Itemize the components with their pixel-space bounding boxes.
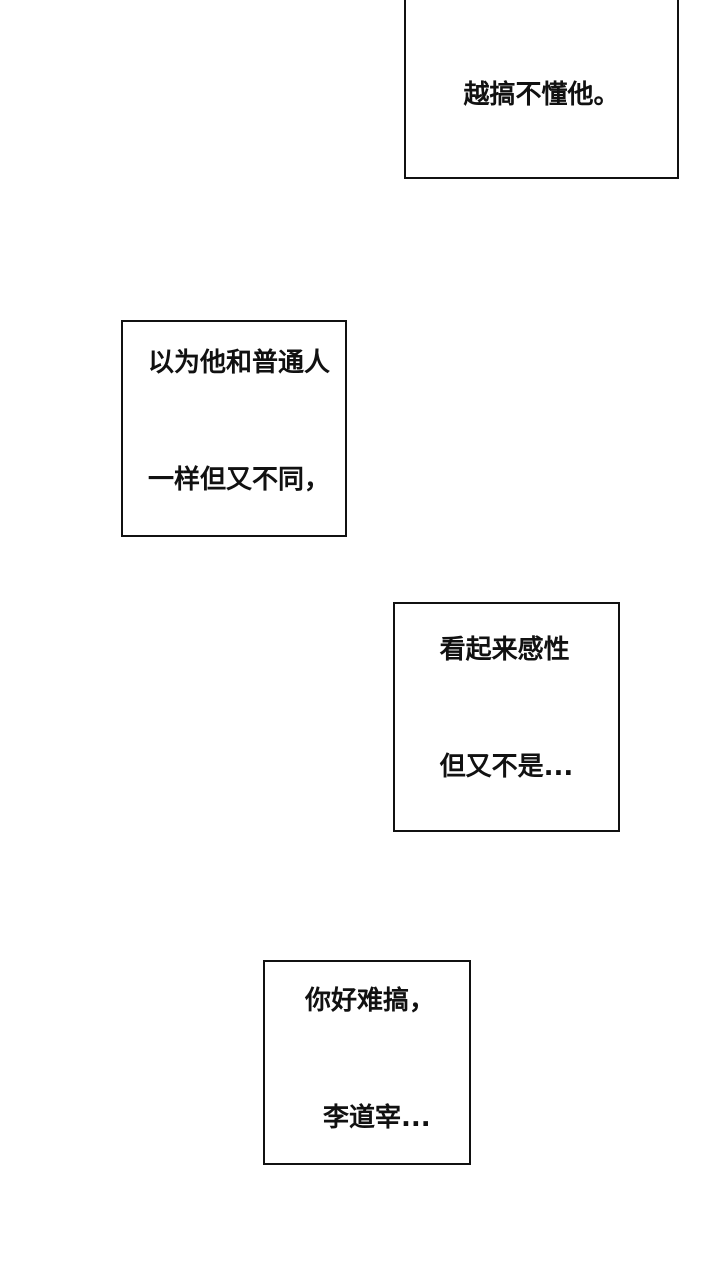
caption-text-4: 你好难搞， 李道宰...	[305, 904, 435, 1216]
caption-line: 但又不是...	[439, 752, 574, 782]
caption-panel-1: 越搞不懂他。	[404, 0, 679, 179]
caption-line: 越搞不懂他。	[463, 80, 620, 110]
caption-text-1: 越搞不懂他。	[463, 0, 619, 193]
caption-text-3: 看起来感性 但又不是...	[440, 553, 574, 865]
caption-text-2: 以为他和普通人 一样但又不同，	[148, 266, 330, 578]
caption-line: 以为他和普通人	[147, 347, 330, 378]
caption-panel-4: 你好难搞， 李道宰...	[263, 960, 471, 1165]
caption-panel-2: 以为他和普通人 一样但又不同，	[121, 320, 347, 537]
caption-panel-3: 看起来感性 但又不是...	[393, 602, 620, 832]
caption-line: 一样但又不同，	[147, 464, 330, 495]
caption-line: 李道宰...	[322, 1102, 431, 1133]
caption-line: 看起来感性	[439, 635, 570, 665]
caption-line: 你好难搞，	[304, 985, 435, 1016]
